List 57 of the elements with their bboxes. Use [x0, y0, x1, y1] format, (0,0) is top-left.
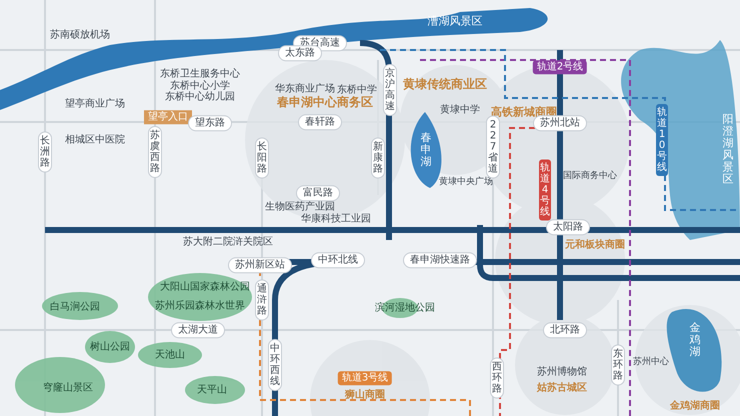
place-label: 东桥中学: [337, 84, 377, 96]
place-label: 苏大附二院浒关院区: [183, 236, 273, 248]
road-label: 富民路: [296, 185, 340, 201]
place-label: 东桥卫生服务中心: [160, 68, 240, 80]
road-label: 北环路: [543, 322, 587, 338]
park-label: 穹窿山景区: [43, 382, 93, 394]
metro-line-label: 轨道3号线: [338, 371, 392, 385]
road-label: 中环西线: [268, 339, 282, 391]
place-label: 华康科技工业园: [301, 213, 371, 225]
road-label: 太东路: [278, 45, 322, 61]
road-label: 望东路: [188, 115, 232, 131]
road-label: 春轩路: [298, 114, 342, 130]
park-label: 天平山: [197, 384, 227, 396]
place-label: 华东商业广场: [275, 83, 335, 95]
road-label: 苏虞西路: [148, 126, 162, 178]
place-label: 苏州中心: [633, 356, 669, 368]
water-label: 春申湖: [420, 132, 432, 168]
road-label: 太阳路: [546, 219, 590, 235]
metro-line-label: 轨道4号线: [539, 160, 551, 220]
area-label: 春申湖中心商务区: [277, 96, 373, 110]
road-label: 长阳路: [255, 138, 269, 178]
place-label: 东桥中心小学: [170, 80, 230, 92]
road-label: 太湖大道: [171, 322, 225, 338]
entrance-tag: 望亭入口: [144, 110, 192, 124]
place-label: 黄埭中学: [440, 104, 480, 116]
road-label: 东环路: [611, 344, 625, 386]
area-label: 黄埭传统商业区: [403, 78, 487, 92]
place-label: 望亭商业广场: [65, 98, 125, 110]
place-label: 生物医药产业园: [265, 201, 335, 213]
road-label: 春申湖快速路: [403, 252, 477, 268]
place-label: 国际商务中心: [563, 170, 617, 182]
metro-line-label: 轨道10号线: [656, 104, 668, 176]
park-label: 白马涧公园: [50, 301, 100, 313]
water-label: 阳澄湖风景区: [722, 114, 734, 186]
metro-line-label: 轨道2号线: [532, 60, 588, 74]
park-label: 大阳山国家森林公园: [160, 281, 250, 293]
road-label: 西环路: [490, 358, 504, 398]
area-label: 狮山商圈: [345, 389, 385, 401]
place-label: 苏南硕放机场: [50, 29, 110, 41]
area-label: 姑苏古城区: [537, 382, 587, 394]
place-label: 相城区中医院: [65, 134, 125, 146]
park-label: 树山公园: [90, 341, 130, 353]
road-label: 通浒路: [255, 280, 269, 320]
place-label: 苏州博物馆: [537, 366, 587, 378]
area-label: 金鸡湖商圈: [670, 400, 720, 412]
water-label: 金鸡湖: [690, 322, 700, 358]
park-label: 天池山: [155, 349, 185, 361]
road-label: 京沪高速: [383, 64, 397, 116]
area-label: 元和板块商圈: [565, 239, 625, 251]
road-label: 中环北线: [311, 252, 365, 268]
water-label: 漕湖风景区: [428, 16, 482, 28]
road-label: 苏州新区站: [228, 257, 292, 273]
park-label: 滨河湿地公园: [375, 302, 435, 314]
road-label: 新康路: [371, 138, 385, 178]
road-label: 长洲路: [38, 132, 52, 172]
place-label: 东桥中心幼儿园: [165, 91, 235, 103]
park-label: 苏州乐园森林水世界: [155, 300, 245, 312]
